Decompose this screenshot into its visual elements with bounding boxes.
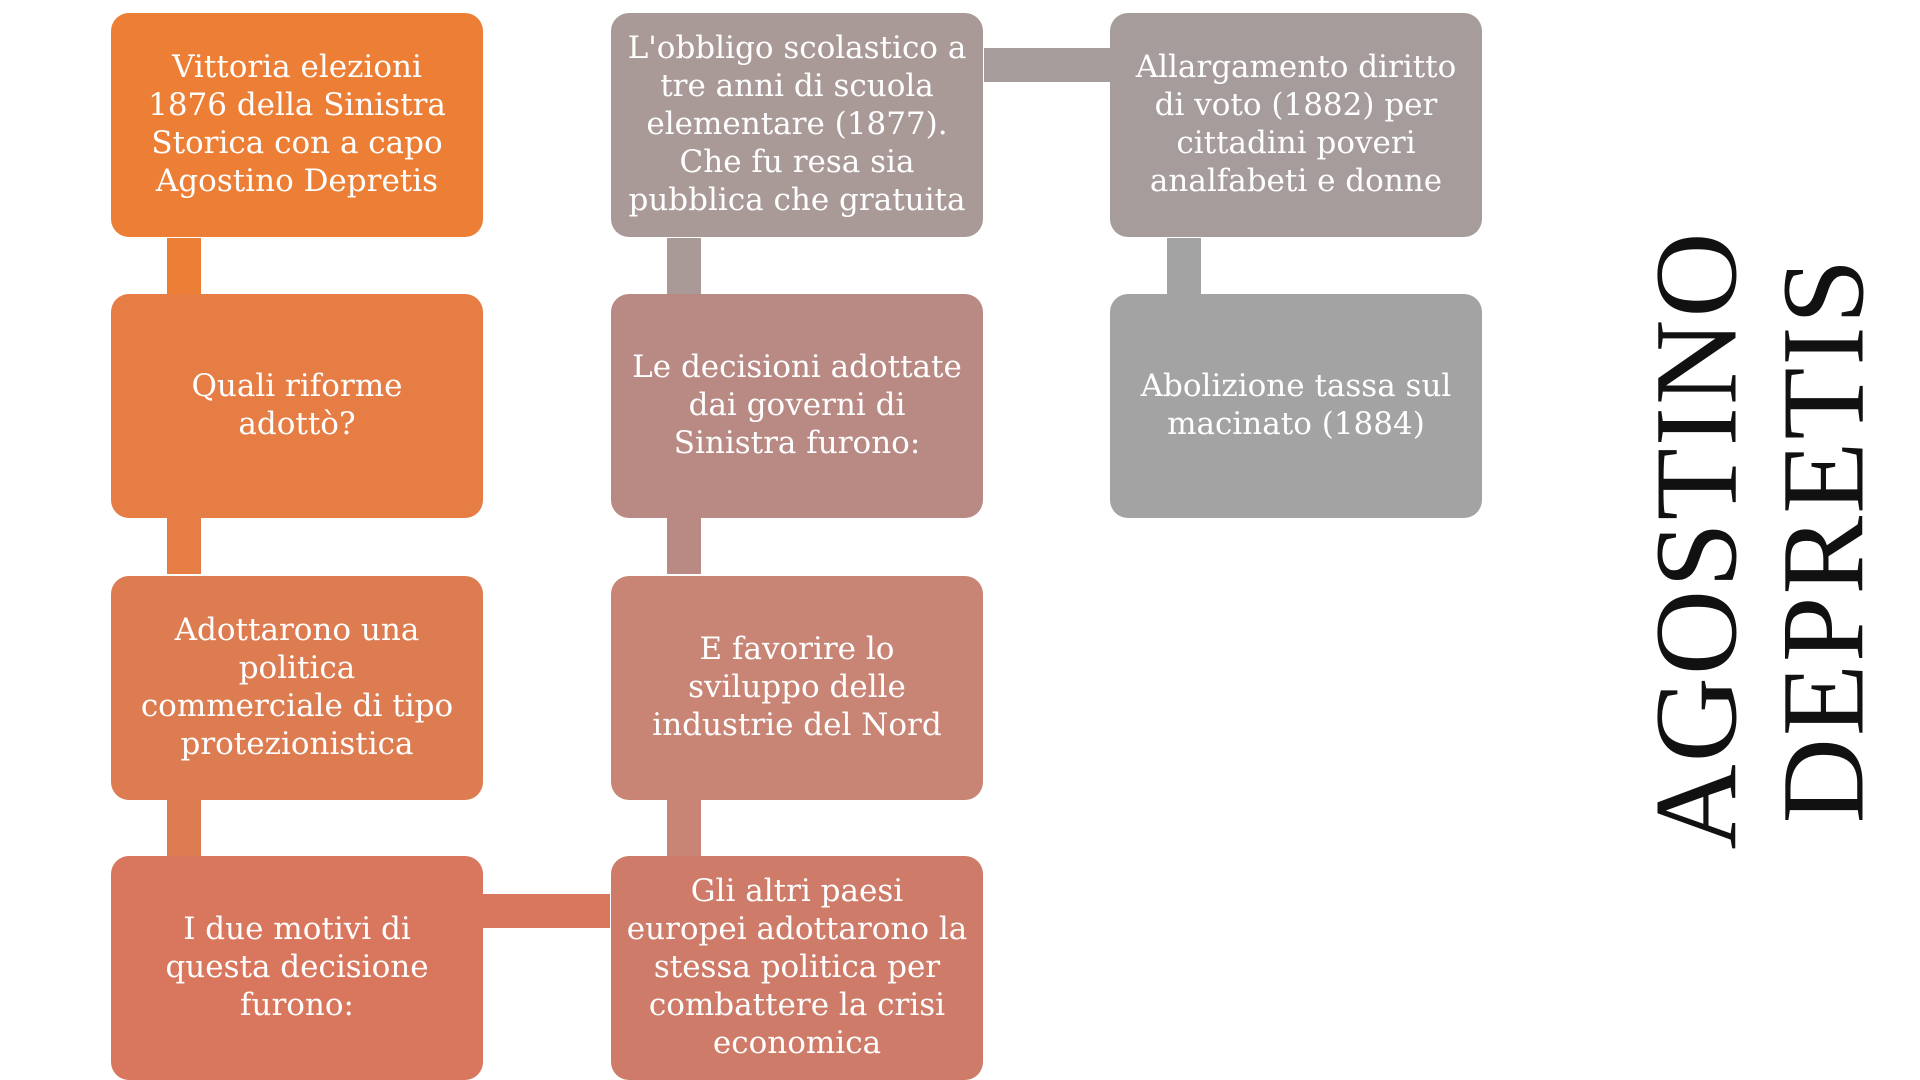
box-favorire-industrie: E favorire lo sviluppo delle industrie d… <box>611 576 983 800</box>
connector-b2-b3 <box>167 518 201 574</box>
box-decisioni-adottate: Le decisioni adottate dai governi di Sin… <box>611 294 983 518</box>
connector-b6-b7 <box>667 518 701 574</box>
box-obbligo-scolastico: L'obbligo scolastico a tre anni di scuol… <box>611 13 983 237</box>
box-quali-riforme: Quali riforme adottò? <box>111 294 483 518</box>
connector-b9-b10 <box>1167 238 1201 294</box>
box-due-motivi: I due motivi di questa decisione furono: <box>111 856 483 1080</box>
connector-b1-b2 <box>167 238 201 294</box>
connector-b3-b4 <box>167 800 201 856</box>
connector-b5-b6 <box>667 238 701 294</box>
page-title: AGOSTINO DEPRETIS <box>1630 230 1889 850</box>
box-tassa-macinato: Abolizione tassa sul macinato (1884) <box>1110 294 1482 518</box>
box-vittoria-elezioni: Vittoria elezioni 1876 della Sinistra St… <box>111 13 483 237</box>
connector-b7-b8 <box>667 800 701 856</box>
box-politica-protezionistica: Adottarono una politica commerciale di t… <box>111 576 483 800</box>
box-altri-paesi: Gli altri paesi europei adottarono la st… <box>611 856 983 1080</box>
box-diritto-voto: Allargamento diritto di voto (1882) per … <box>1110 13 1482 237</box>
connector-b5-b9 <box>984 48 1110 82</box>
connector-b4-b8 <box>483 894 610 928</box>
